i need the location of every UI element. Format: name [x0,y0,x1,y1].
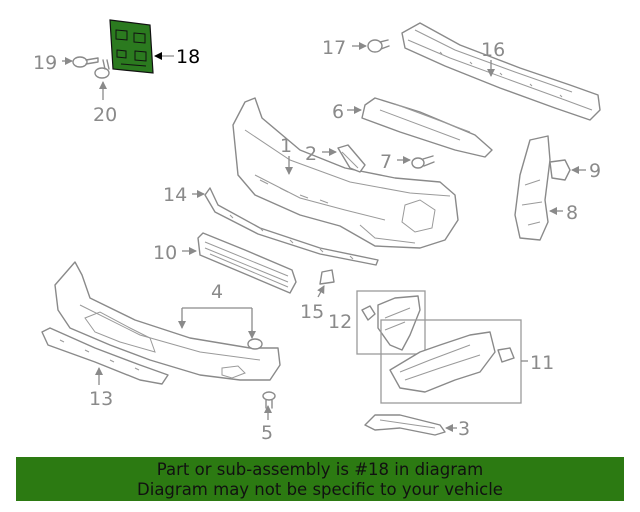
part-18-license-plate-bracket[interactable] [109,19,154,74]
info-banner: Part or sub-assembly is #18 in diagram D… [16,457,624,501]
part-11-fog-light-garnish [389,331,515,393]
part-9-clip [549,159,571,181]
callout-5: 5 [261,422,273,444]
callout-2: 2 [305,143,317,165]
callout-19: 19 [33,52,57,74]
leader-15 [317,285,325,298]
part-20-screw [94,59,110,79]
callout-14: 14 [163,184,187,206]
callout-10: 10 [153,242,177,264]
part-3-lower-garnish [364,414,446,436]
part-8-side-bracket [514,135,551,241]
part-14-molding-strip [204,187,379,266]
parts-diagram: 18 19 20 17 16 6 1 [33,19,601,444]
callout-1: 1 [280,135,292,157]
callout-4: 4 [211,281,223,303]
part-4-lower-bumper [54,261,281,381]
part-5-clip [262,391,276,409]
callout-15: 15 [300,301,324,323]
part-16-bumper-reinforcement [401,22,601,121]
callout-20: 20 [93,104,117,126]
callout-7: 7 [380,151,392,173]
banner-line-1: Part or sub-assembly is #18 in diagram [156,460,484,479]
part-6-absorber [361,97,493,158]
callout-6: 6 [332,101,344,123]
callout-12: 12 [328,311,352,333]
part-13-skid-plate [41,327,169,385]
callout-3: 3 [458,418,470,440]
leader-4-bracket [181,307,253,336]
part-17-bolt [367,39,390,53]
part-10-lower-grille [197,232,297,294]
part-12-cover [361,295,421,351]
callout-11: 11 [530,352,554,374]
callout-8: 8 [566,202,578,224]
part-15-clip [319,269,335,285]
part-12-box [356,290,426,355]
part-1-bumper-face [232,97,459,249]
callout-17: 17 [322,37,346,59]
part-19-bolt [72,56,99,68]
part-2-bracket [337,144,366,173]
banner-line-2: Diagram may not be specific to your vehi… [137,480,503,499]
callout-13: 13 [89,388,113,410]
callout-18: 18 [176,46,200,68]
callout-16: 16 [481,39,505,61]
part-7-bolt [411,155,435,169]
callout-9: 9 [589,160,601,182]
